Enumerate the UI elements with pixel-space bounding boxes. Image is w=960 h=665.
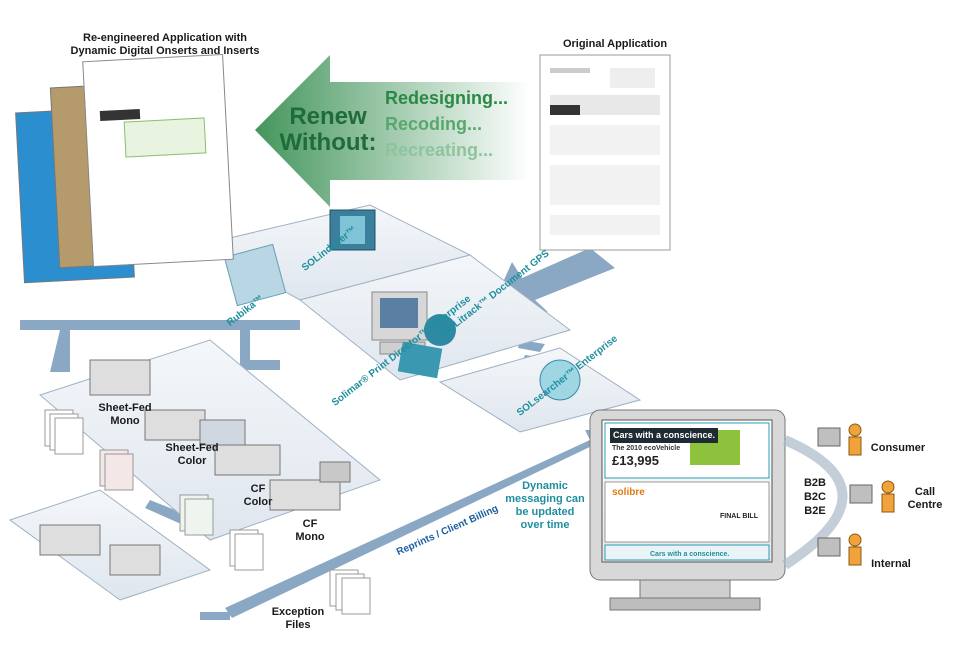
screen-ad-sub: The 2010 ecoVehicle bbox=[612, 445, 681, 452]
reengineered-documents bbox=[15, 53, 234, 284]
renew-arrow bbox=[255, 55, 530, 207]
b2e-label: B2E bbox=[804, 505, 826, 517]
sheetfed-color-label: Sheet-Fed Color bbox=[165, 442, 219, 467]
internal-label: Internal bbox=[871, 558, 911, 570]
consumer-label: Consumer bbox=[870, 442, 926, 454]
document-stacks bbox=[44, 409, 371, 615]
recreating-label: Recreating... bbox=[385, 140, 494, 160]
exception-files-label: Exception Files bbox=[271, 606, 325, 631]
software-icons bbox=[223, 209, 581, 401]
original-title: Original Application bbox=[562, 38, 668, 50]
redesigning-label: Redesigning... bbox=[385, 88, 509, 108]
screen-bottom-ad: Cars with a conscience. bbox=[650, 551, 730, 558]
computer-monitor bbox=[589, 409, 786, 611]
recoding-label: Recoding... bbox=[385, 114, 483, 134]
cf-color-label: CF Color bbox=[243, 483, 273, 508]
b2b-label: B2B bbox=[803, 477, 826, 489]
cf-mono-label: CF Mono bbox=[295, 518, 325, 543]
user-figures bbox=[848, 423, 895, 566]
screen-ad-price: £13,995 bbox=[612, 453, 659, 468]
renew-without-label: Renew Without: bbox=[279, 103, 377, 156]
sheetfed-mono-label: Sheet-Fed Mono bbox=[98, 402, 152, 427]
b2c-label: B2C bbox=[803, 491, 826, 503]
call-centre-label: Call Centre bbox=[907, 486, 943, 511]
dynamic-messaging-label: Dynamic messaging can be updated over ti… bbox=[505, 480, 585, 531]
screen-final-bill: FINAL BILL bbox=[720, 513, 758, 520]
reengineered-title: Re-engineered Application with Dynamic D… bbox=[70, 32, 260, 57]
user-computers bbox=[817, 427, 873, 557]
screen-ad-headline: Cars with a conscience. bbox=[610, 428, 719, 443]
original-document bbox=[539, 54, 671, 251]
user-arc bbox=[782, 435, 848, 570]
screen-brand: solibre bbox=[612, 487, 645, 498]
printers bbox=[39, 359, 351, 576]
